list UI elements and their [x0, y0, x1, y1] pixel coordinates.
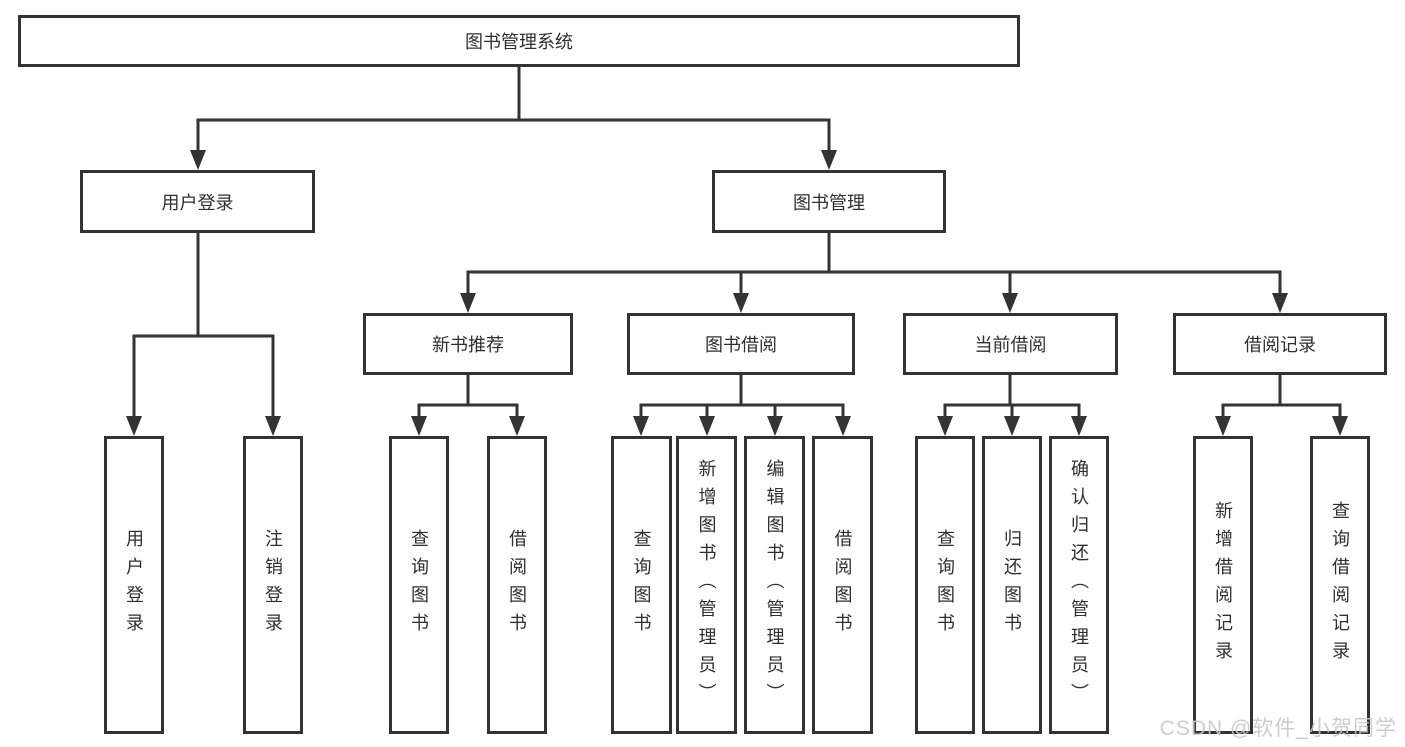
leaf-add-borrow-record: 新增借阅记录 — [1193, 436, 1253, 734]
csdn-watermark: CSDN @软件_小贺同学 — [1159, 717, 1397, 740]
leaf-edit-book-admin: 编辑图书（管理员） — [744, 436, 805, 734]
node-label: 新增借阅记录 — [1213, 501, 1233, 669]
node-new-book-recommendation: 新书推荐 — [363, 313, 573, 375]
node-label: 查询图书 — [409, 529, 429, 641]
leaf-logout: 注销登录 — [243, 436, 303, 734]
node-label: 当前借阅 — [974, 335, 1047, 355]
node-label: 用户登录 — [124, 529, 144, 641]
leaf-confirm-return-admin: 确认归还（管理员） — [1049, 436, 1109, 734]
node-book-borrowing: 图书借阅 — [627, 313, 855, 375]
node-book-management-branch: 图书管理 — [712, 170, 946, 233]
leaf-borrow-books: 借阅图书 — [812, 436, 873, 734]
node-label: 注销登录 — [263, 529, 283, 641]
leaf-return-book: 归还图书 — [982, 436, 1042, 734]
node-label: 新增图书（管理员） — [696, 459, 717, 711]
leaf-query-borrow-records: 查询借阅记录 — [1310, 436, 1370, 734]
node-label: 图书管理 — [793, 192, 865, 213]
node-label: 用户登录 — [161, 192, 234, 213]
node-label: 查询图书 — [631, 529, 652, 641]
leaf-add-book-admin: 新增图书（管理员） — [676, 436, 737, 734]
node-label: 新书推荐 — [432, 335, 504, 355]
leaf-borrow-books-recommend: 借阅图书 — [487, 436, 547, 734]
leaf-query-books-borrowing: 查询图书 — [611, 436, 672, 734]
node-label: 图书借阅 — [705, 335, 777, 355]
node-label: 确认归还（管理员） — [1069, 459, 1089, 711]
leaf-query-books-current: 查询图书 — [915, 436, 975, 734]
node-label: 图书管理系统 — [465, 32, 573, 52]
node-root-system: 图书管理系统 — [18, 15, 1020, 67]
node-label: 借阅记录 — [1244, 335, 1316, 355]
node-user-login-branch: 用户登录 — [80, 170, 315, 233]
node-label: 查询借阅记录 — [1330, 501, 1350, 669]
node-label: 借阅图书 — [507, 529, 527, 641]
node-label: 归还图书 — [1002, 529, 1022, 641]
node-label: 借阅图书 — [832, 529, 853, 641]
node-label: 编辑图书（管理员） — [764, 459, 785, 711]
node-borrow-records: 借阅记录 — [1173, 313, 1387, 375]
node-label: 查询图书 — [935, 529, 955, 641]
leaf-query-books-recommend: 查询图书 — [389, 436, 449, 734]
leaf-user-login: 用户登录 — [104, 436, 164, 734]
node-current-borrowing: 当前借阅 — [903, 313, 1118, 375]
